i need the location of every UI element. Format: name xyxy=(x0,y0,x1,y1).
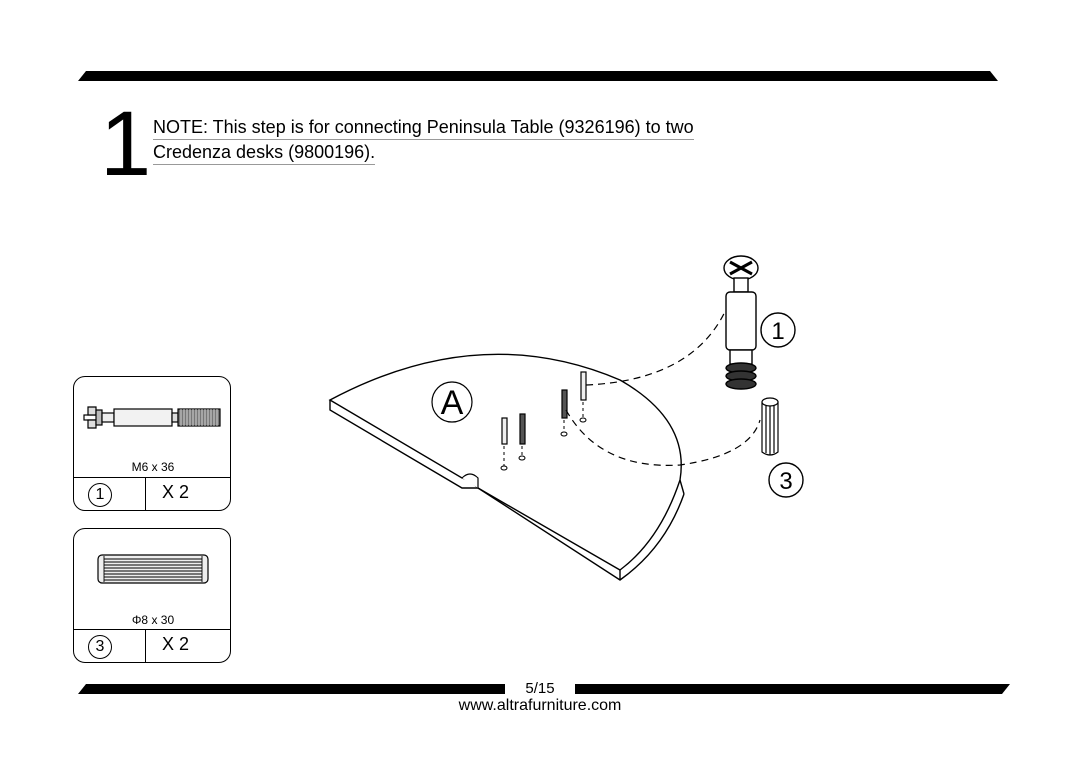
panel-label-circle xyxy=(431,381,473,423)
row-divider xyxy=(145,478,146,510)
part-row: 1 X 2 xyxy=(74,477,230,510)
part-spec: Φ8 x 30 xyxy=(131,613,175,627)
part-quantity: X 2 xyxy=(162,634,190,654)
step-note-line-1: NOTE: This step is for connecting Penins… xyxy=(153,115,694,140)
top-divider-bar xyxy=(78,71,998,81)
row-divider xyxy=(145,630,146,662)
page-number: 5/15 xyxy=(505,680,575,698)
website-url: www.altrafurniture.com xyxy=(458,697,622,714)
step-note: NOTE: This step is for connecting Penins… xyxy=(153,115,694,165)
part-number-badge: 1 xyxy=(88,483,112,507)
part-quantity: X 2 xyxy=(162,482,190,502)
part-spec: M6 x 36 xyxy=(131,460,175,474)
cam-bolt-illustration xyxy=(723,255,759,390)
table-panel-a xyxy=(328,353,685,581)
step-number: 1 xyxy=(100,93,152,195)
part-number-badge: 3 xyxy=(88,635,112,659)
cam-bolt-icon xyxy=(83,406,221,429)
part-row: 3 X 2 xyxy=(74,629,230,662)
panel-label: A xyxy=(441,384,464,422)
assembly-diagram: A 1 3 xyxy=(328,255,804,581)
part-card-1: M6 x 36 1 X 2 xyxy=(73,376,231,511)
callout-3: 3 xyxy=(779,468,792,495)
callout-1: 1 xyxy=(771,318,784,345)
dowel-illustration xyxy=(761,397,779,456)
step-note-line-2: Credenza desks (9800196). xyxy=(153,140,376,165)
part-card-3: Φ8 x 30 3 X 2 xyxy=(73,528,231,663)
wood-dowel-icon xyxy=(97,554,209,584)
